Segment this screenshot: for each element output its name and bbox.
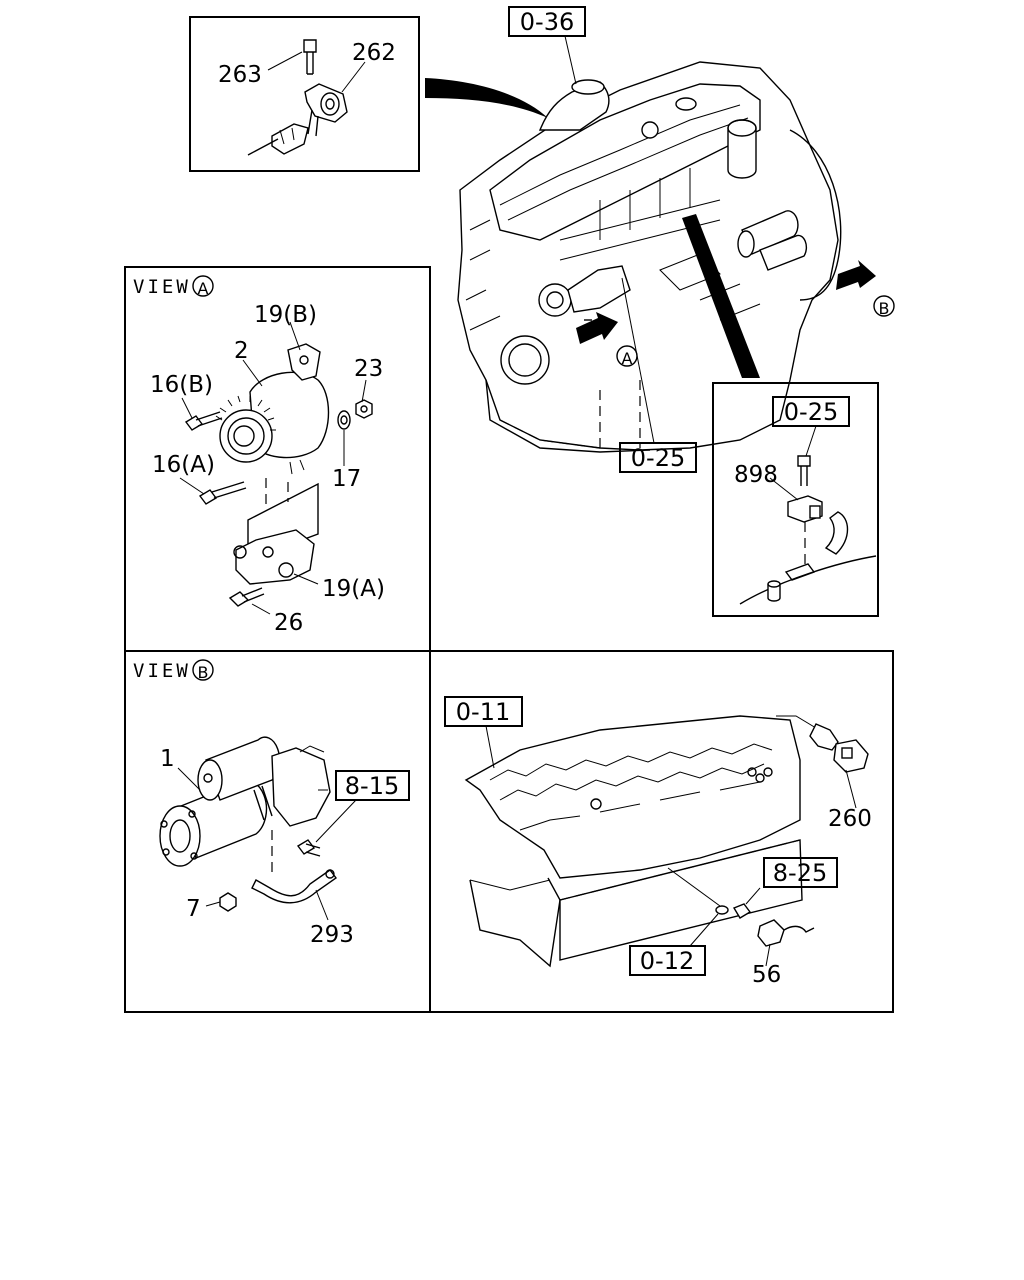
- marker-a-letter: A: [622, 349, 633, 368]
- ref-0-25-detail-label: 0-25: [784, 398, 838, 426]
- bracket-262-drawing: [304, 83, 348, 137]
- marker-b-letter: B: [879, 299, 890, 318]
- view-a-panel: VIEW A: [124, 266, 431, 652]
- view-b-marker-circle: [192, 659, 214, 681]
- ref-0-36-label: 0-36: [520, 8, 574, 36]
- part-262-label: 262: [352, 40, 396, 66]
- part-1-label: 1: [160, 746, 175, 772]
- ref-0-11-box: [444, 696, 523, 727]
- part-7-label: 7: [186, 896, 201, 922]
- callout-wedge-inset: [425, 78, 548, 118]
- bolt-263-drawing: [303, 39, 317, 75]
- callout-wedge-detail: [682, 214, 760, 378]
- sensor-block-panel: 0-11 8-25 0-12 260 56: [429, 650, 894, 1013]
- part-898-label: 898: [734, 462, 778, 488]
- view-b-marker-letter: B: [198, 663, 209, 682]
- ref-8-25-box: [763, 857, 838, 888]
- ref-0-25-main-box: [619, 442, 697, 473]
- part-16b-label: 16(B): [150, 372, 213, 398]
- part-263-label: 263: [218, 62, 262, 88]
- view-a-marker-letter: A: [198, 279, 209, 298]
- arrow-to-view-b: [836, 260, 876, 290]
- arrow-to-view-a: [576, 312, 618, 344]
- part-23-label: 23: [354, 356, 383, 382]
- engine-assembly-drawing: [457, 61, 842, 453]
- view-b-title: VIEW: [133, 660, 191, 682]
- base-bracket-drawing: [247, 123, 309, 156]
- view-b-panel: VIEW B 1 7 293: [124, 650, 431, 1013]
- part-16a-label: 16(A): [152, 452, 215, 478]
- view-a-marker-circle: [192, 275, 214, 297]
- part-2-label: 2: [234, 338, 249, 364]
- ref-0-11-label: 0-11: [456, 698, 510, 726]
- ref-8-15-label: 8-15: [345, 772, 399, 800]
- part-26-label: 26: [274, 610, 303, 636]
- ref-0-36-box: [508, 6, 586, 37]
- part-260-label: 260: [828, 806, 872, 832]
- ref-0-12-box: [629, 945, 706, 976]
- part-17-label: 17: [332, 466, 361, 492]
- part-293-label: 293: [310, 922, 354, 948]
- inset-bracket-panel: 263 262: [189, 16, 420, 172]
- part-56-label: 56: [752, 962, 781, 988]
- starter-motor-drawing: [159, 736, 331, 874]
- alternator-drawing: [215, 343, 330, 475]
- ref-0-12-label: 0-12: [640, 947, 694, 975]
- ref-0-25-detail-box: [772, 396, 850, 427]
- part-19b-label: 19(B): [254, 302, 317, 328]
- view-a-title: VIEW: [133, 276, 191, 298]
- sensor-detail-panel: 0-25 898: [712, 382, 879, 617]
- marker-b-circle: [873, 295, 895, 317]
- ref-0-25-main-label: 0-25: [631, 444, 685, 472]
- ref-8-15-box: [335, 770, 410, 801]
- ref-8-25-label: 8-25: [773, 859, 827, 887]
- part-19a-label: 19(A): [322, 576, 385, 602]
